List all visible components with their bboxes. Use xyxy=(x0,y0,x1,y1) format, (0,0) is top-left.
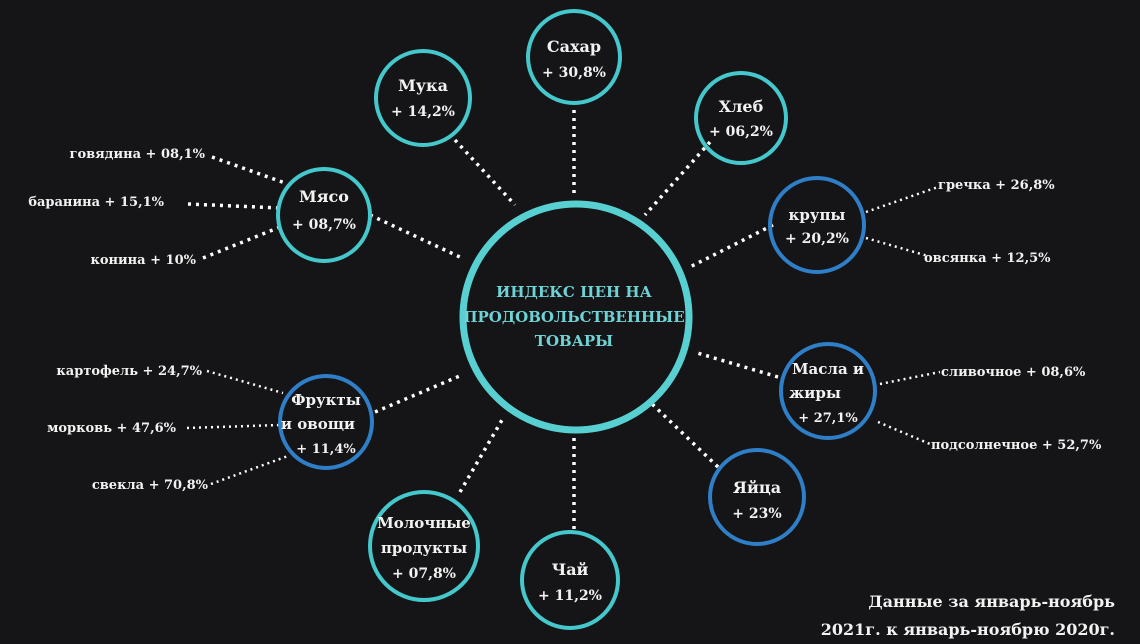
node-krupy: крупы + 20,2% xyxy=(768,176,866,274)
node-yaytsa: Яйца + 23% xyxy=(708,448,806,546)
node-frukty-name-1: Фрукты xyxy=(291,391,361,409)
footnote-line1: Данные за январь-ноябрь xyxy=(868,592,1115,611)
subitem-grechka: гречка + 26,8% xyxy=(938,178,1055,193)
node-moloko-name-2: продукты xyxy=(381,539,467,557)
node-masla-value: + 27,1% xyxy=(798,411,858,426)
node-masla-name-2: жиры xyxy=(789,384,841,402)
node-masla: Масла и жиры + 27,1% xyxy=(779,342,877,440)
node-moloko: Молочные продукты + 07,8% xyxy=(368,490,480,602)
subitem-morkov: морковь + 47,6% xyxy=(47,421,177,436)
subitem-labels: говядина + 08,1% баранина + 15,1% конина… xyxy=(28,147,1102,493)
subitem-podsolnechnoe: подсолнечное + 52,7% xyxy=(931,438,1102,453)
subitem-connectors xyxy=(186,155,941,486)
node-yaytsa-value: + 23% xyxy=(732,506,781,522)
center-title-line1: ИНДЕКС ЦЕН НА xyxy=(496,283,652,301)
node-myaso-name: Мясо xyxy=(299,187,349,206)
node-yaytsa-name: Яйца xyxy=(733,478,781,497)
node-frukty-name-2: и овощи xyxy=(281,415,355,433)
node-khleb-name: Хлеб xyxy=(719,97,764,116)
node-muka: Мука + 14,2% xyxy=(374,49,472,147)
node-chay-name: Чай xyxy=(552,560,589,579)
node-muka-name: Мука xyxy=(398,76,448,95)
node-frukty: Фрукты и овощи + 11,4% xyxy=(278,374,374,470)
subitem-govyadina: говядина + 08,1% xyxy=(70,147,206,162)
subitem-kartofel: картофель + 24,7% xyxy=(56,364,202,379)
node-khleb: Хлеб + 06,2% xyxy=(694,71,788,165)
footnote-line2: 2021г. к январь-ноябрю 2020г. xyxy=(820,620,1115,639)
node-moloko-value: + 07,8% xyxy=(392,566,456,582)
node-chay: Чай + 11,2% xyxy=(520,530,620,630)
node-krupy-value: + 20,2% xyxy=(785,231,849,247)
center-title-line3: ТОВАРЫ xyxy=(535,332,613,350)
center-node: ИНДЕКС ЦЕН НА ПРОДОВОЛЬСТВЕННЫЕ ТОВАРЫ xyxy=(459,200,693,434)
node-krupy-name: крупы xyxy=(789,206,846,224)
node-sakhar: Сахар + 30,8% xyxy=(526,9,622,105)
node-masla-name-1: Масла и xyxy=(792,360,864,378)
data-period-footnote: Данные за январь-ноябрь 2021г. к январь-… xyxy=(821,588,1115,644)
subitem-konina: конина + 10% xyxy=(90,253,196,268)
center-title-line2: ПРОДОВОЛЬСТВЕННЫЕ xyxy=(463,308,684,326)
subitem-svekla: свекла + 70,8% xyxy=(92,478,209,493)
node-chay-value: + 11,2% xyxy=(538,588,602,604)
node-sakhar-name: Сахар xyxy=(547,37,601,56)
subitem-baranina: баранина + 15,1% xyxy=(28,195,164,210)
node-frukty-value: + 11,4% xyxy=(296,442,356,457)
center-connectors xyxy=(369,110,779,530)
node-khleb-value: + 06,2% xyxy=(709,124,773,140)
node-muka-value: + 14,2% xyxy=(391,104,455,120)
node-myaso: Мясо + 08,7% xyxy=(276,167,372,263)
node-sakhar-value: + 30,8% xyxy=(542,65,606,81)
node-moloko-name-1: Молочные xyxy=(377,514,471,532)
node-myaso-value: + 08,7% xyxy=(292,217,356,233)
subitem-slivochnoe: сливочное + 08,6% xyxy=(941,365,1086,380)
subitem-ovsyanka: овсянка + 12,5% xyxy=(924,251,1051,266)
